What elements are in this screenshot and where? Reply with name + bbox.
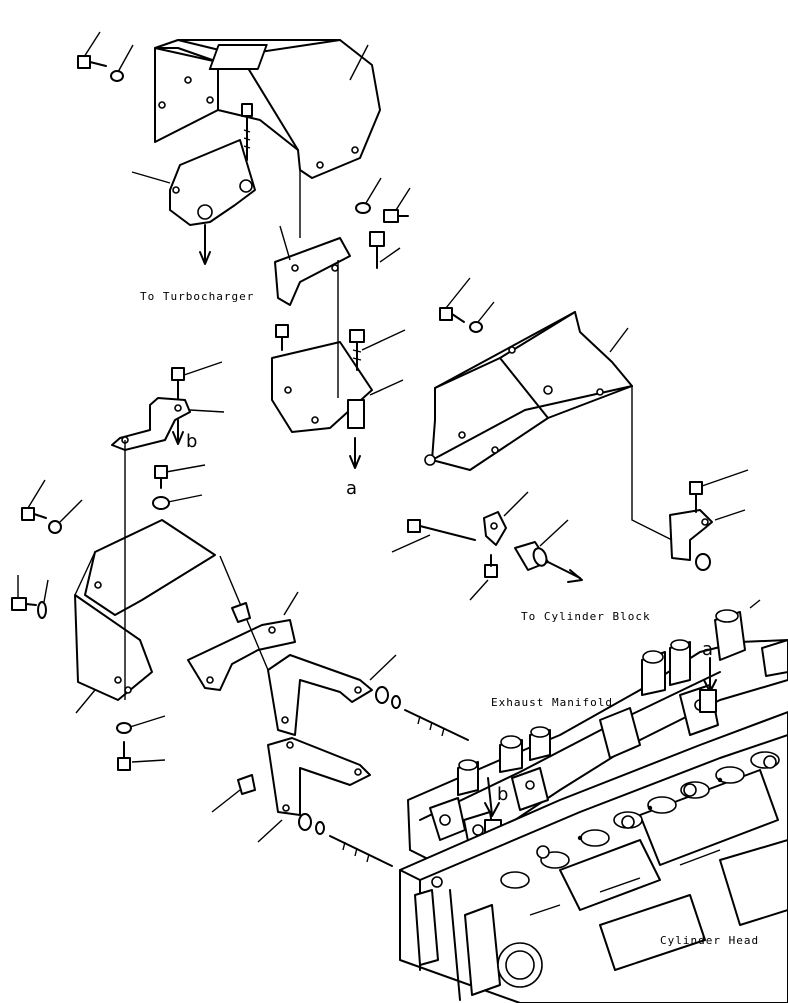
right-l-bracket (631, 386, 749, 571)
small-nut-left (231, 602, 251, 623)
bolt-shield-right (355, 177, 411, 223)
stud-bolt-top (241, 103, 253, 161)
ref-mark-a-upper: a (346, 478, 357, 499)
left-top-bracket (111, 397, 225, 451)
bolt-far-left-lower (11, 575, 49, 619)
leader-manifold-right (749, 599, 761, 609)
top-heat-shield (154, 39, 381, 179)
exhaust-manifold (407, 609, 788, 866)
long-bracket-mid (267, 654, 397, 736)
label-to-turbocharger: To Turbocharger (140, 290, 254, 303)
upper-bracket (131, 139, 256, 265)
stud-lower (298, 813, 393, 867)
label-exhaust-manifold: Exhaust Manifold (491, 696, 613, 709)
label-to-cylinder-block: To Cylinder Block (521, 610, 651, 623)
ref-mark-a-lower: a (702, 639, 713, 660)
leader-lower-bracket (257, 819, 283, 843)
leader-top-shield (349, 44, 369, 81)
long-bracket-upper (187, 591, 299, 691)
long-bolt (391, 519, 476, 553)
small-clip (483, 491, 529, 546)
ref-mark-b-lower: b (497, 784, 508, 805)
bolt-far-left (21, 479, 83, 534)
lower-plate (271, 260, 404, 469)
mid-bracket (274, 170, 351, 306)
label-cylinder-head: Cylinder Head (660, 934, 759, 947)
small-bolt-below (469, 554, 498, 601)
right-heat-shield (424, 311, 633, 471)
small-nut-bottom (211, 774, 256, 813)
left-heat-shield (74, 440, 216, 714)
bolt-top-left (77, 31, 134, 82)
ref-mark-b-upper: b (186, 431, 197, 452)
bolt-left-upper (171, 361, 223, 399)
bolt-mid-right (369, 231, 401, 269)
cylinder-head (399, 711, 788, 1003)
bolt-left-mid (152, 464, 206, 510)
bottom-bolt-left (116, 715, 166, 771)
stud-upper (375, 686, 469, 741)
bolt-plate-right (349, 329, 406, 371)
bolt-plate-left (275, 324, 289, 351)
bolt-right-shield (439, 277, 495, 333)
spacer-tube (514, 519, 583, 583)
